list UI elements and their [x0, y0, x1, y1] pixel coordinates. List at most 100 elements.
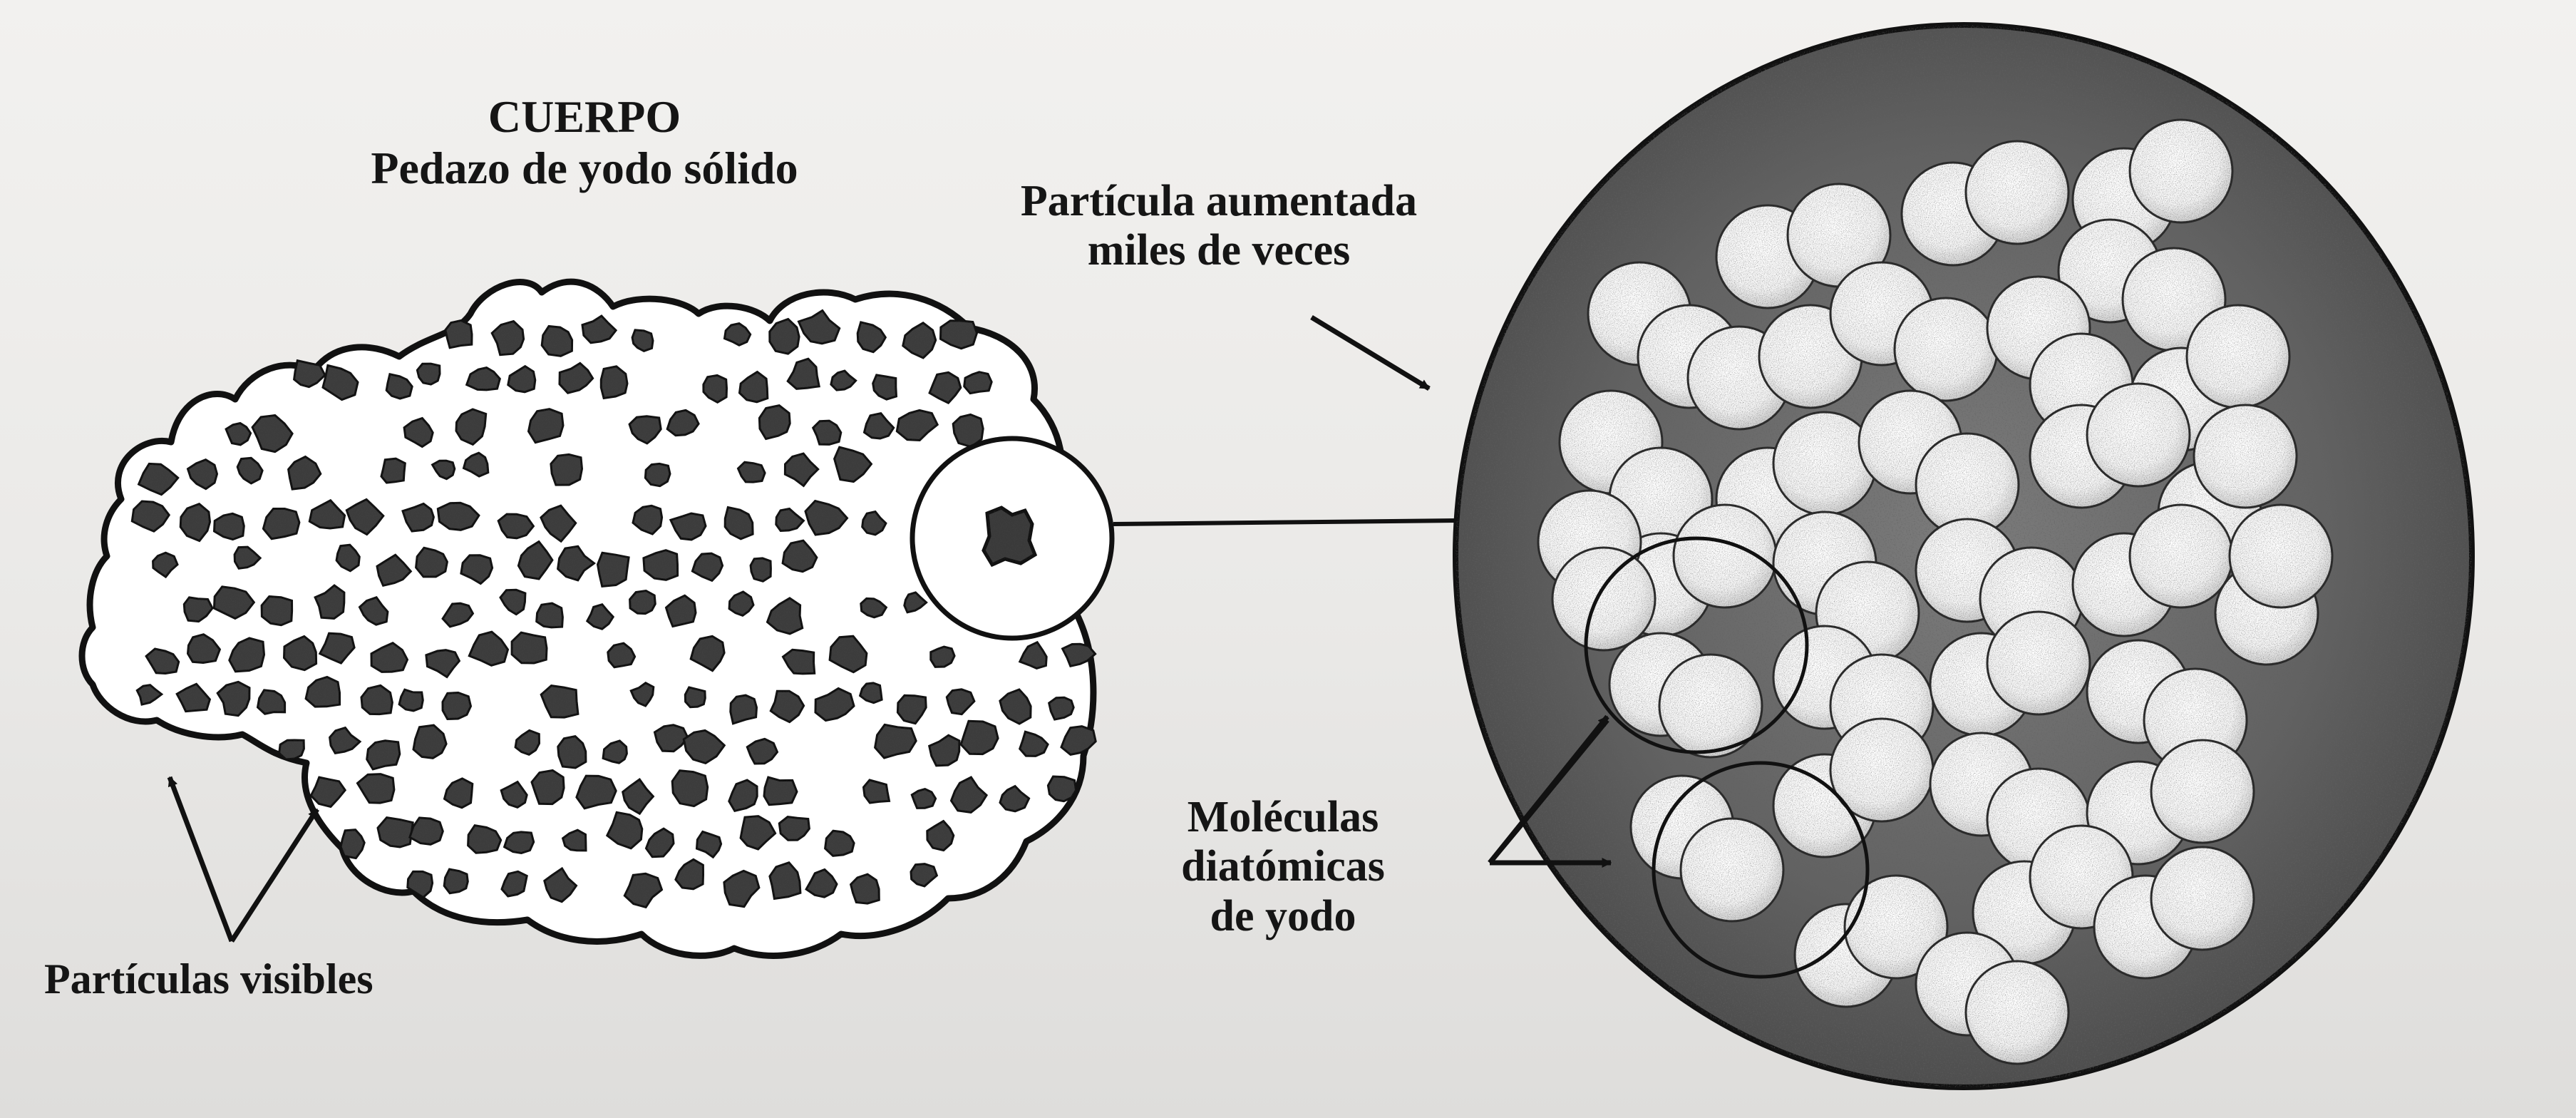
visible-particle-texture — [675, 859, 704, 889]
visible-particle-texture — [146, 649, 179, 674]
visible-particle-texture — [582, 316, 617, 343]
visible-particle-texture — [830, 636, 867, 672]
visible-particle-texture — [764, 777, 797, 805]
iodine-atom-texture — [2230, 505, 2332, 607]
body-subtitle: Pedazo de yodo sólido — [371, 142, 798, 193]
visible-particle-texture — [897, 410, 938, 441]
visible-particle-texture — [132, 501, 170, 532]
visible-particle-texture — [684, 730, 725, 764]
visible-particle-texture — [654, 724, 688, 752]
visible-particle-texture — [1061, 726, 1096, 755]
iodine-atom-texture — [1845, 876, 1947, 978]
visible-particles-label: Partículas visibles — [44, 955, 373, 1003]
iodine-atom-texture — [2087, 384, 2190, 486]
visible-particle-texture — [902, 322, 936, 358]
visible-particle-texture — [252, 415, 293, 452]
visible-particle-texture — [805, 501, 847, 535]
visible-particle-texture — [500, 590, 525, 615]
body-title: CUERPO — [488, 91, 681, 142]
visible-particle-texture — [550, 454, 582, 486]
iodine-atom-texture — [1966, 141, 2068, 244]
visible-particle-texture — [562, 830, 586, 851]
visible-particle-texture — [643, 550, 678, 580]
visible-particle-texture — [438, 503, 479, 530]
visible-particle-texture — [929, 735, 959, 766]
visible-particle-texture — [860, 598, 887, 617]
visible-particle-texture — [323, 365, 358, 400]
visible-particle-texture — [371, 642, 408, 672]
visible-particle-texture — [904, 592, 927, 612]
visible-particle-texture — [724, 323, 751, 346]
visible-particle-texture — [560, 363, 593, 394]
visible-particle-texture — [631, 682, 654, 706]
visible-particle-texture — [999, 689, 1031, 724]
visible-particle-texture — [857, 322, 886, 352]
iodine-atom-texture — [1788, 184, 1890, 287]
visible-particle-texture — [947, 689, 974, 714]
visible-particle-texture — [542, 326, 572, 357]
visible-particle-texture — [153, 553, 177, 578]
visible-particle-texture — [187, 634, 220, 663]
molecules-label: Moléculas diatómicas de yodo — [1119, 793, 1447, 941]
visible-particle-texture — [463, 453, 488, 477]
visible-particle-texture — [825, 831, 855, 856]
visible-particle-texture — [237, 458, 263, 483]
visible-particle-texture — [544, 868, 577, 902]
visible-particle-texture — [897, 695, 927, 724]
visible-particle-texture — [515, 730, 540, 755]
visible-particle-texture — [508, 366, 535, 392]
visible-particle-texture — [741, 816, 776, 849]
visible-particle-texture — [263, 508, 299, 539]
visible-particle-texture — [751, 558, 771, 582]
visible-particle-texture — [685, 687, 706, 707]
visible-particle-texture — [964, 371, 992, 394]
visible-particle-texture — [413, 725, 447, 759]
visible-particle-texture — [466, 367, 500, 390]
visible-particle-texture — [940, 320, 977, 349]
visible-particle-texture — [492, 321, 524, 355]
visible-particle-texture — [460, 555, 493, 584]
visible-particle-texture — [927, 821, 954, 851]
visible-particle-texture — [456, 409, 486, 445]
visible-particle-texture — [601, 366, 627, 399]
visible-particle-texture — [468, 825, 501, 853]
visible-particle-texture — [834, 447, 872, 482]
visible-particle-texture — [862, 511, 886, 535]
visible-particle-texture — [632, 329, 653, 352]
iodine-atom-texture — [1987, 612, 2090, 714]
magnification-connector — [1113, 518, 1458, 526]
visible-particle-texture — [341, 829, 365, 858]
molecules-line-1: Moléculas — [1187, 793, 1379, 841]
iodine-atom-texture — [1916, 434, 2019, 536]
visible-particle-texture — [783, 650, 815, 674]
visible-particle-texture — [518, 541, 552, 579]
visible-particle-texture — [137, 684, 162, 705]
visible-particle-texture — [445, 320, 472, 348]
visible-particle-texture — [443, 603, 473, 627]
visible-particle-texture — [443, 692, 471, 719]
iodine-atom-texture — [2130, 120, 2232, 222]
visible-particles-text: Partículas visibles — [44, 955, 373, 1002]
iodine-atom-texture — [1966, 961, 2068, 1064]
visible-particle-texture — [444, 778, 473, 808]
molecules-line-2: diatómicas — [1181, 842, 1385, 891]
visible-particle-texture — [407, 871, 433, 898]
highlight-ring-lower — [1652, 761, 1870, 979]
molecule-cluster — [1537, 118, 2334, 1065]
iodine-atom-texture — [2130, 505, 2232, 607]
visible-particle-texture — [953, 414, 984, 447]
visible-particle-texture — [329, 727, 360, 754]
visible-particle-texture — [739, 371, 768, 402]
visible-particle-texture — [386, 374, 413, 399]
visible-particle-texture — [309, 500, 345, 528]
visible-particle-texture — [798, 310, 840, 344]
visible-particle-texture — [788, 359, 820, 389]
visible-particle-texture — [1062, 644, 1096, 667]
iodine-atom-texture — [2194, 405, 2297, 508]
visible-particle-texture — [769, 319, 800, 354]
visible-particle-texture — [672, 770, 708, 806]
visible-particle-texture — [432, 461, 455, 479]
arrow-to-upper-molecule — [1488, 714, 1609, 865]
arrow-to-chunk-left — [167, 776, 235, 943]
